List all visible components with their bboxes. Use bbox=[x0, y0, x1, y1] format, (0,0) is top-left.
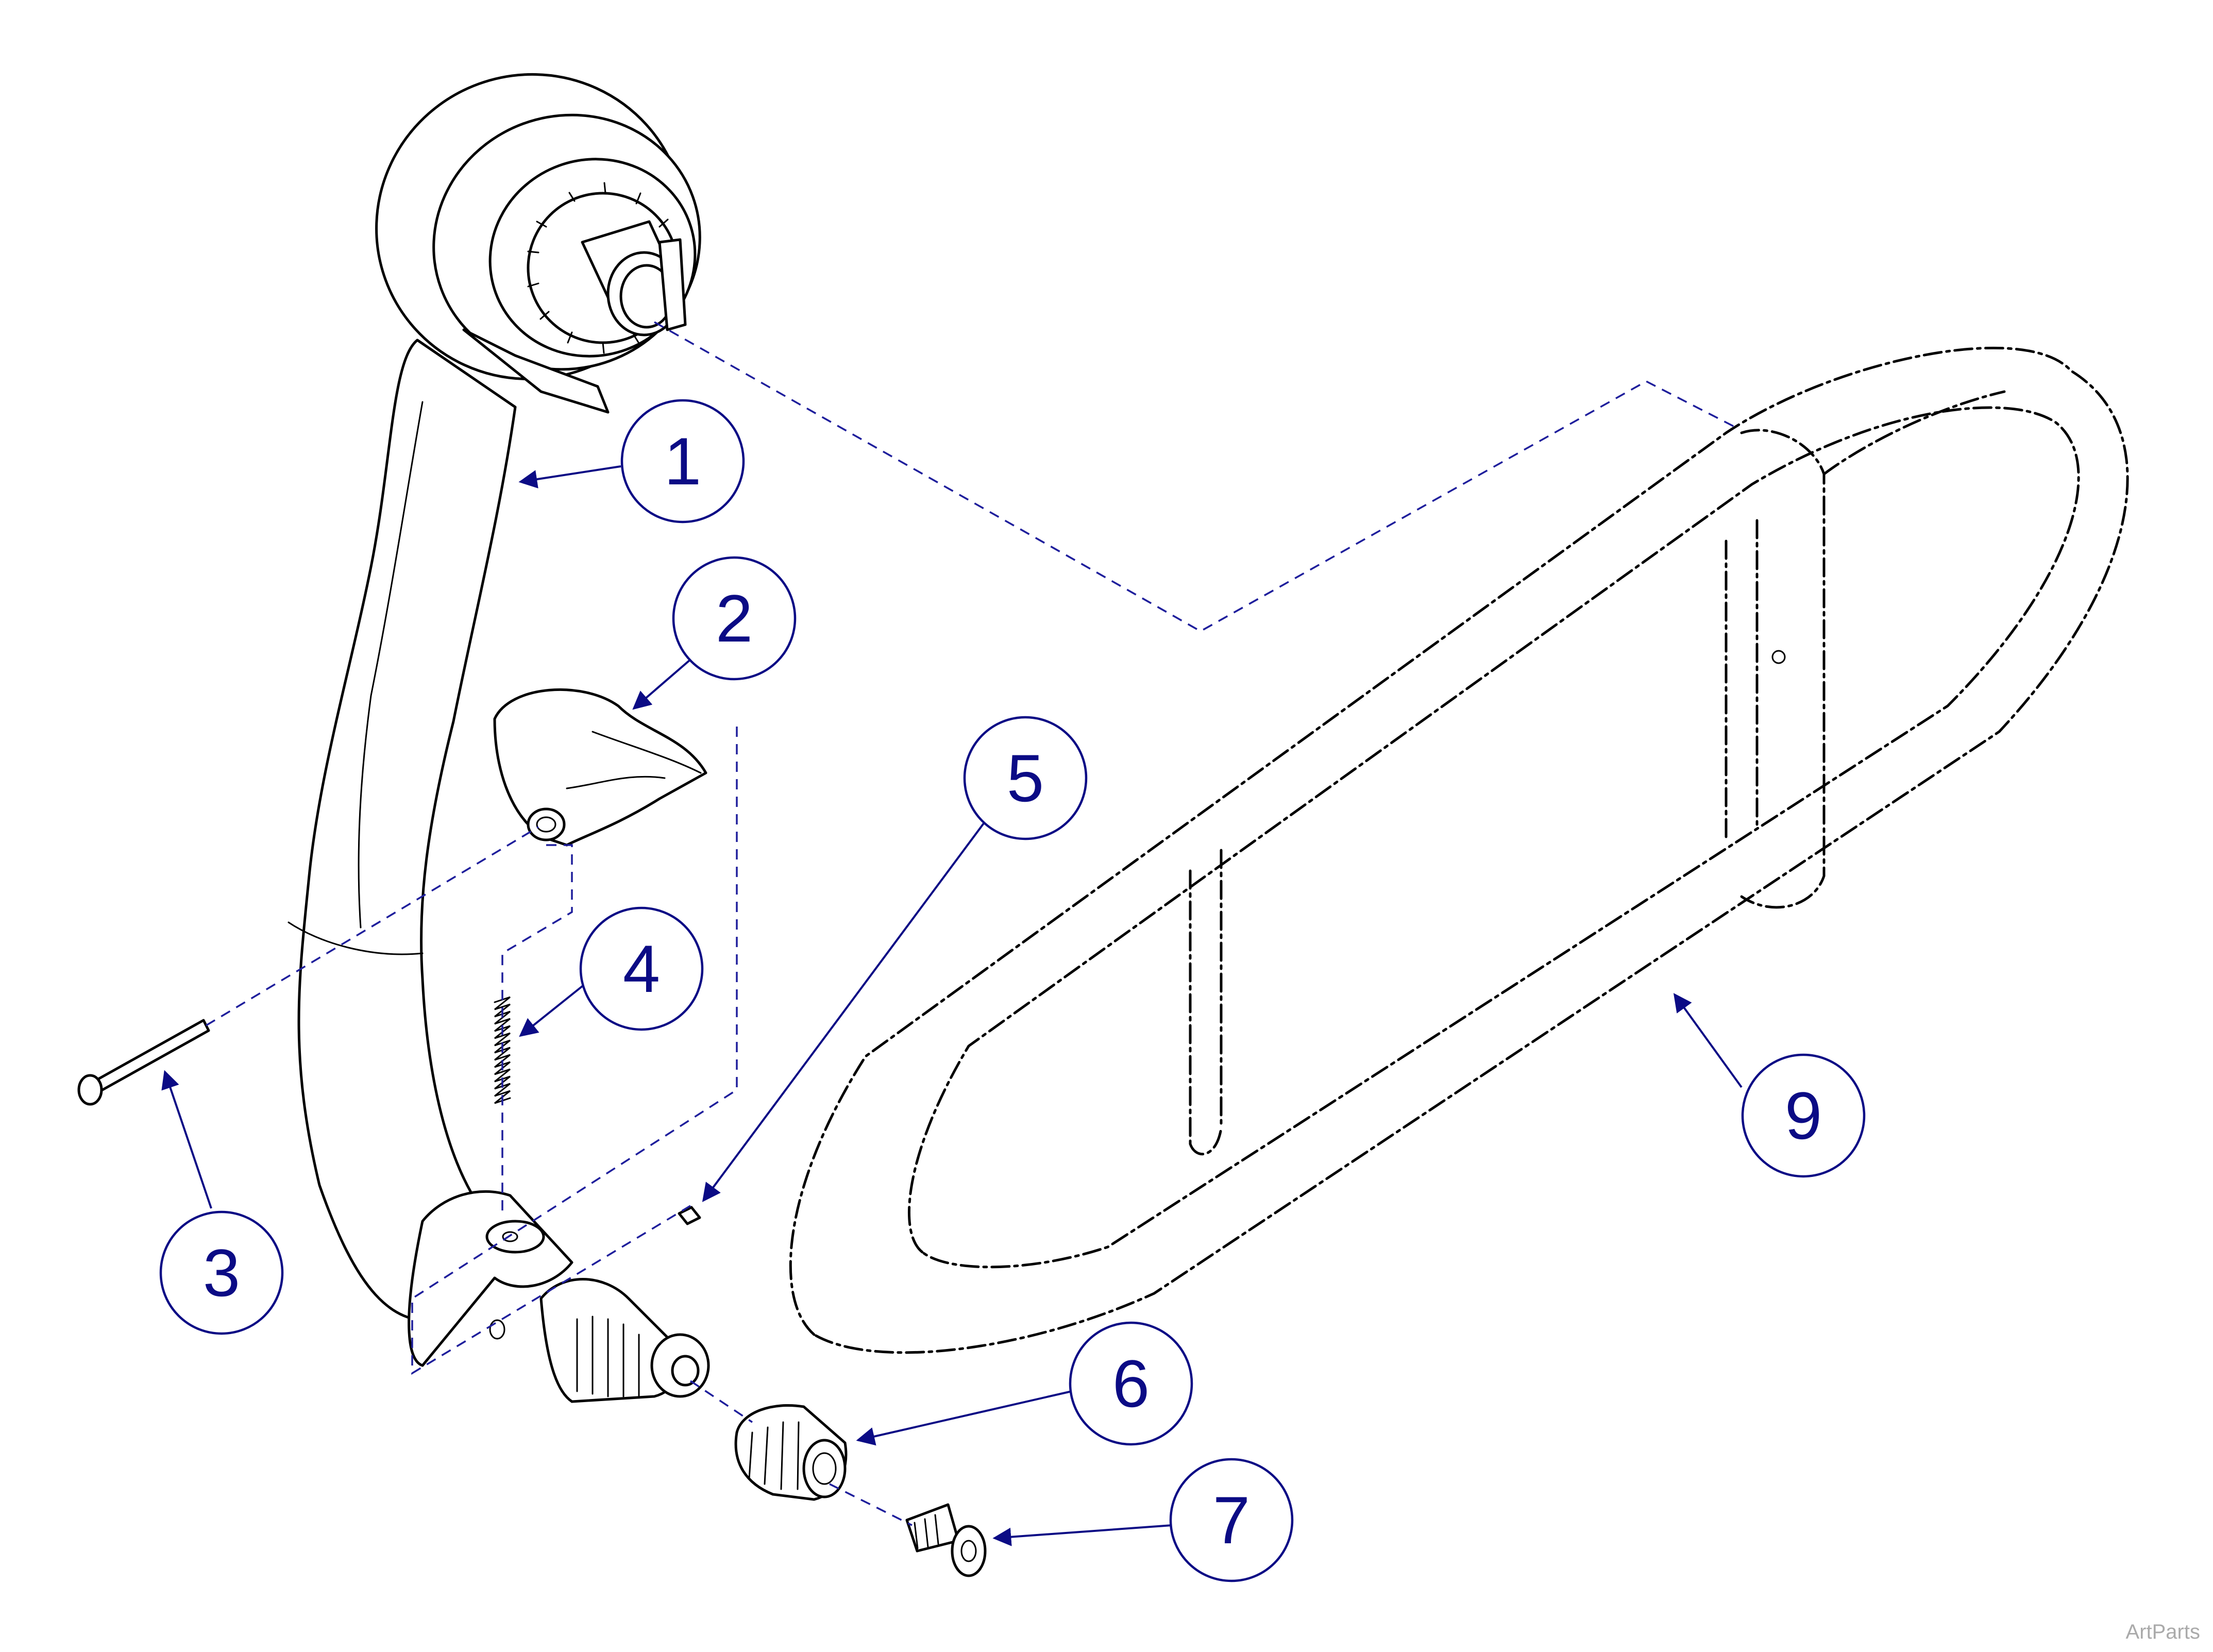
set-screw-part-5 bbox=[678, 1206, 701, 1225]
lever-part-2 bbox=[493, 688, 707, 847]
svg-text:9: 9 bbox=[1785, 1078, 1822, 1153]
svg-text:2: 2 bbox=[716, 581, 753, 656]
handle-frame-part-9 bbox=[789, 346, 2129, 1354]
pin-part-3 bbox=[77, 1019, 210, 1106]
arm-part-1 bbox=[288, 73, 710, 1403]
callout-4: 4 bbox=[579, 906, 704, 1031]
callout-3: 3 bbox=[159, 1210, 284, 1335]
svg-text:1: 1 bbox=[664, 424, 701, 499]
svg-text:4: 4 bbox=[623, 931, 660, 1006]
assembly-guide-lines bbox=[206, 321, 1737, 1526]
callout-5: 5 bbox=[963, 716, 1088, 840]
svg-text:7: 7 bbox=[1213, 1482, 1250, 1558]
callout-1: 1 bbox=[620, 399, 745, 524]
svg-text:3: 3 bbox=[203, 1235, 240, 1310]
callout-2: 2 bbox=[672, 556, 797, 681]
screw-part-7 bbox=[905, 1503, 987, 1577]
callout-9: 9 bbox=[1741, 1053, 1866, 1178]
svg-text:5: 5 bbox=[1007, 740, 1044, 816]
callout-7: 7 bbox=[1169, 1458, 1294, 1582]
callout-leaders bbox=[161, 465, 1743, 1546]
callout-6: 6 bbox=[1069, 1321, 1193, 1446]
watermark-text: ArtParts bbox=[2126, 1621, 2200, 1643]
coupler-part-6 bbox=[734, 1404, 848, 1501]
svg-text:6: 6 bbox=[1112, 1346, 1150, 1421]
